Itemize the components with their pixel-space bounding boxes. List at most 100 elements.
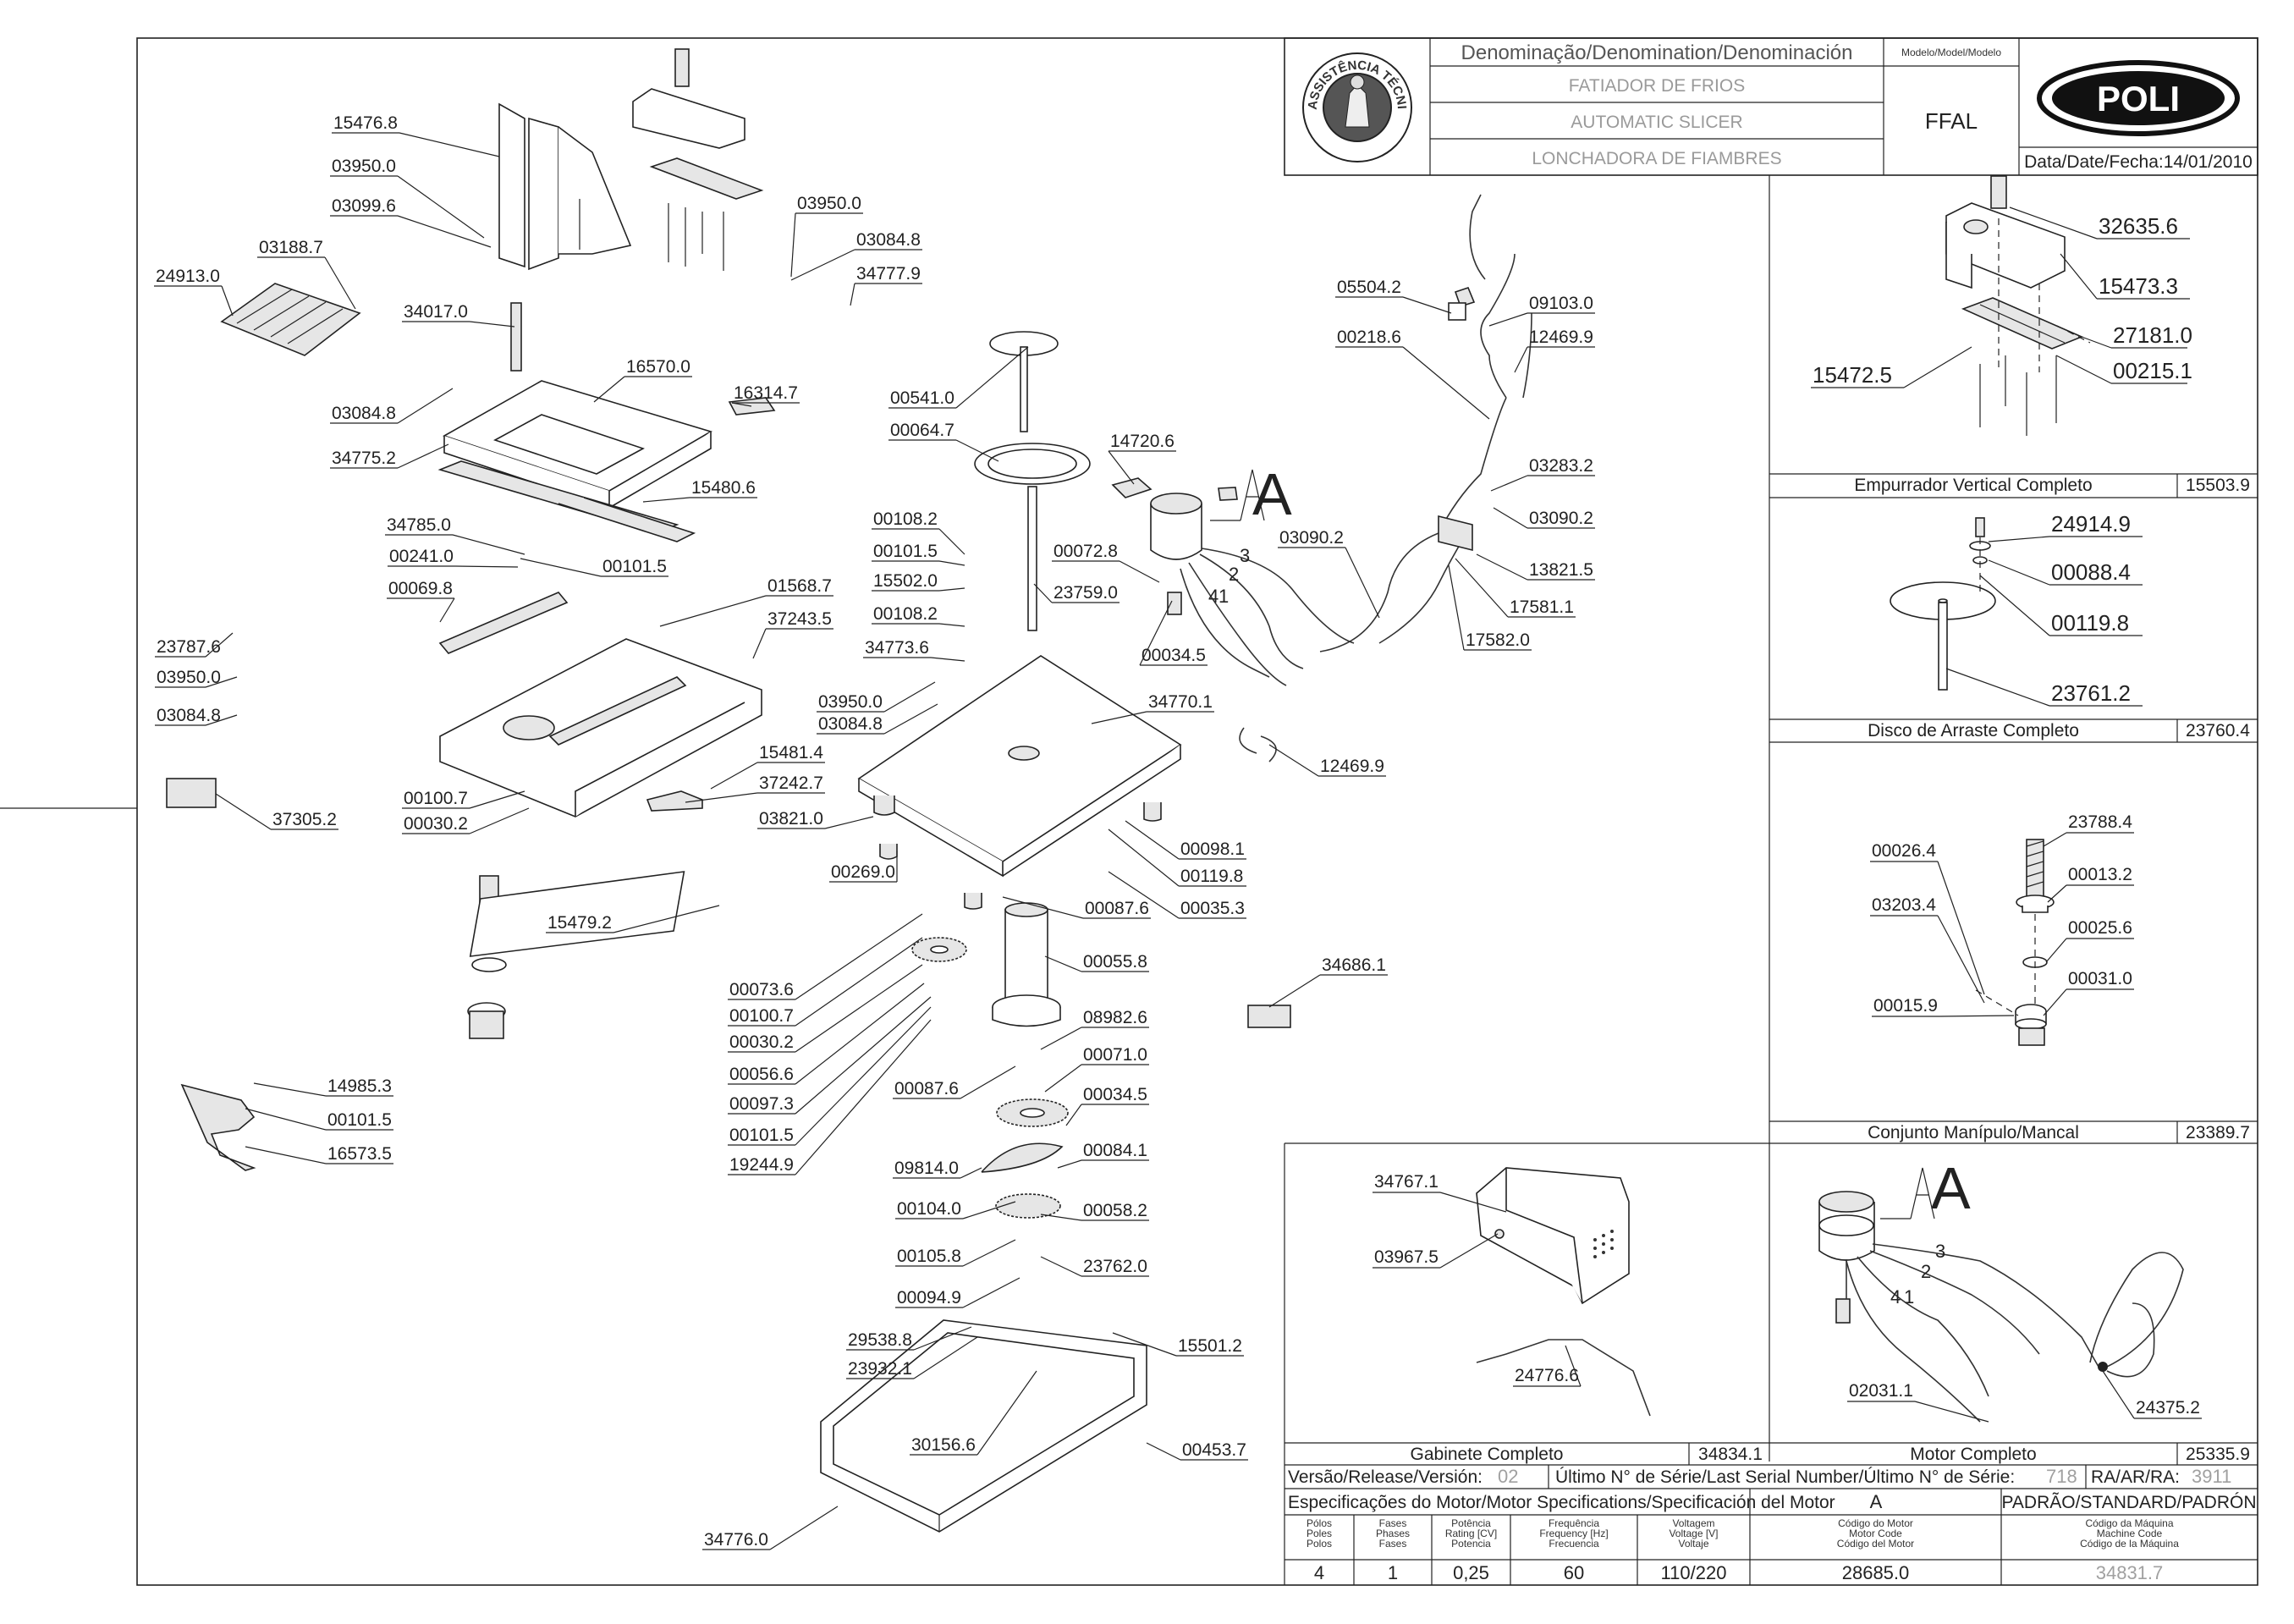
serial-value: 718 [2046, 1466, 2077, 1487]
part-number: 00026.4 [1872, 841, 1936, 861]
part-callout: 14985.3 [253, 1076, 393, 1097]
motor-assembly-drawing [1818, 1167, 2184, 1423]
spec-col-value: 34831.7 [2096, 1562, 2164, 1583]
part-callout: 30156.6 [910, 1370, 1037, 1456]
part-number: 34770.1 [1148, 692, 1213, 712]
part-number: 37242.7 [759, 773, 823, 793]
drawing-date: Data/Date/Fecha:14/01/2010 [2024, 152, 2253, 172]
part-number: 00087.6 [1085, 899, 1149, 918]
part-callout: 03084.8 [330, 388, 454, 424]
part-number: 15481.4 [759, 743, 823, 762]
subassembly-callout: 15473.3 [2060, 253, 2190, 300]
part-callout: 00071.0 [1044, 1045, 1149, 1093]
part-number: 03084.8 [157, 706, 221, 725]
part-number: 34017.0 [404, 302, 468, 322]
part-callout: 34017.0 [402, 302, 515, 328]
subassembly-callout: 00013.2 [2047, 865, 2134, 903]
subassembly-callout: 3 [1935, 1241, 1945, 1262]
part-number: 00108.2 [873, 509, 938, 529]
part-callout: 00101.5 [245, 1108, 393, 1131]
part-number: 03090.2 [1529, 509, 1593, 528]
part-callout: 00453.7 [1146, 1440, 1248, 1461]
part-callout: 23762.0 [1040, 1256, 1149, 1277]
part-callout: 00101.5 [872, 542, 965, 566]
part-callout: 08982.6 [1040, 1008, 1149, 1050]
cabinet-vent-holes [1593, 1230, 1614, 1258]
part-number: 29538.8 [848, 1330, 912, 1350]
part-callout: 19244.9 [728, 1019, 932, 1175]
part-number: 00035.3 [1180, 899, 1245, 918]
part-callout: 00098.1 [1125, 820, 1246, 860]
subassembly-callout: 4 [1890, 1286, 1901, 1307]
part-number: 15472.5 [1813, 362, 1892, 388]
spec-col-caption: Polos [1307, 1538, 1332, 1550]
subassembly-callout: 32635.6 [2009, 206, 2190, 239]
part-number: 00071.0 [1083, 1045, 1147, 1065]
subassembly-code-cabinet: 34834.1 [1698, 1445, 1763, 1464]
spec-col-caption: Phases [1376, 1528, 1410, 1539]
part-callout: 00100.7 [402, 789, 525, 809]
subassembly-callout: 00031.0 [2043, 969, 2134, 1016]
part-number: 00108.2 [873, 604, 938, 624]
spec-col-caption: Potência [1451, 1517, 1491, 1529]
part-number: 19244.9 [729, 1155, 794, 1175]
wire-number: 1 [1904, 1286, 1914, 1307]
part-callout: 23787.6 [155, 632, 234, 658]
part-callout: 00541.0 [888, 346, 1029, 409]
part-number: 03283.2 [1529, 456, 1593, 476]
part-number: 00453.7 [1182, 1440, 1246, 1460]
part-number: 00058.2 [1083, 1201, 1147, 1220]
part-number: 01568.7 [767, 576, 832, 596]
part-number: 05504.2 [1337, 278, 1401, 297]
part-number: 00087.6 [894, 1079, 959, 1098]
part-callout: 03950.0 [817, 681, 936, 713]
part-callout: 29538.8 [846, 1326, 972, 1351]
part-number: 34767.1 [1374, 1172, 1439, 1192]
ra-label: RA/AR/RA: [2091, 1467, 2180, 1487]
part-number: 15473.3 [2099, 273, 2178, 299]
part-number: 27181.0 [2113, 322, 2192, 348]
subassembly-code-disc: 23760.4 [2186, 721, 2250, 740]
part-number: 00098.1 [1180, 840, 1245, 859]
motor-letter-main: A [1252, 461, 1292, 527]
part-number: 32635.6 [2099, 213, 2178, 239]
part-number: 00069.8 [388, 579, 453, 598]
part-callout: 17582.0 [1448, 564, 1532, 651]
part-callout: 03099.6 [330, 196, 492, 248]
drag-disc-drawing [1890, 517, 1996, 691]
spec-col-caption: Código do Motor [1838, 1517, 1913, 1529]
part-callout: 00269.0 [829, 851, 898, 883]
part-number: 03821.0 [759, 809, 823, 829]
part-callout: 34775.2 [330, 443, 449, 469]
spec-col-caption: Frecuencia [1549, 1538, 1599, 1550]
subassembly-code-pusher: 15503.9 [2186, 476, 2250, 495]
subassembly-code-motor: 25335.9 [2186, 1445, 2250, 1464]
part-number: 00034.5 [1083, 1085, 1147, 1104]
part-number: 09103.0 [1529, 294, 1593, 313]
part-number: 00097.3 [729, 1094, 794, 1114]
part-callout: 14720.6 [1108, 432, 1176, 485]
part-callout: 15479.2 [546, 905, 720, 933]
part-number: 12469.9 [1529, 328, 1593, 347]
part-callout: 37243.5 [752, 609, 833, 659]
part-callout: 03090.2 [1278, 528, 1380, 619]
part-number: 03950.0 [332, 157, 396, 176]
part-number: 00015.9 [1873, 996, 1938, 1016]
subassembly-callout: 00026.4 [1870, 841, 1985, 995]
subassembly-title-disc: Disco de Arraste Completo [1868, 721, 2079, 740]
part-number: 14985.3 [327, 1076, 392, 1096]
motor-spec-table: Especificações do Motor/Motor Specificat… [1285, 1489, 2258, 1585]
part-callout: 00087.6 [893, 1065, 1016, 1099]
handle-bearing-drawing [1975, 839, 2055, 1046]
part-number: 03084.8 [332, 404, 396, 423]
spec-col-caption: Rating [CV] [1445, 1528, 1497, 1539]
subassembly-callout: 00088.4 [1988, 559, 2143, 586]
part-number: 23761.2 [2051, 680, 2131, 706]
part-number: 23787.6 [157, 637, 221, 657]
part-number: 24914.9 [2051, 511, 2131, 537]
part-callout: 03084.8 [817, 703, 938, 735]
release-row: Versão/Release/Versión: 02 Último N° de … [1285, 1465, 2258, 1489]
svg-text:ASSISTÊNCIA TÉCNICA AUTORIZADA: ASSISTÊNCIA TÉCNICA AUTORIZADA [0, 0, 1409, 110]
part-callout: 00218.6 [1335, 328, 1490, 420]
subassembly-callout: 24914.9 [1988, 511, 2143, 542]
